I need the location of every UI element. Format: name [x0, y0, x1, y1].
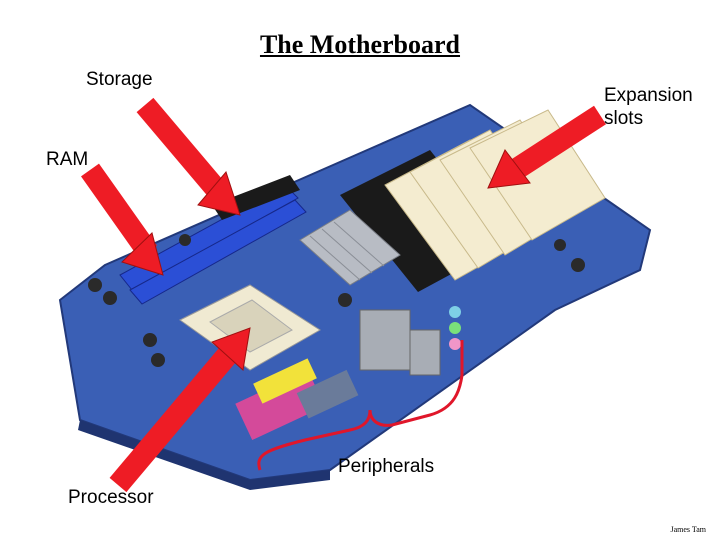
io-ports — [235, 306, 461, 441]
expansion-slots — [340, 109, 606, 292]
peripherals-brace — [257, 340, 464, 471]
motherboard-shadow — [78, 420, 330, 490]
heatsink — [299, 209, 401, 286]
arrow-expansion — [487, 105, 606, 189]
author-credit: James Tam — [670, 525, 706, 534]
expansion-label-line2: slots — [604, 108, 644, 129]
slide-title: The Motherboard — [259, 30, 461, 59]
arrow-ram — [81, 163, 164, 276]
storage-label: Storage — [86, 69, 153, 90]
arrow-processor — [109, 327, 251, 493]
peripherals-label: Peripherals — [338, 456, 435, 477]
expansion-label-line1: Expansion — [604, 85, 693, 106]
arrow-storage — [136, 97, 241, 216]
capacitors — [88, 234, 585, 367]
processor-label: Processor — [68, 487, 154, 508]
ram-label: RAM — [46, 149, 89, 170]
